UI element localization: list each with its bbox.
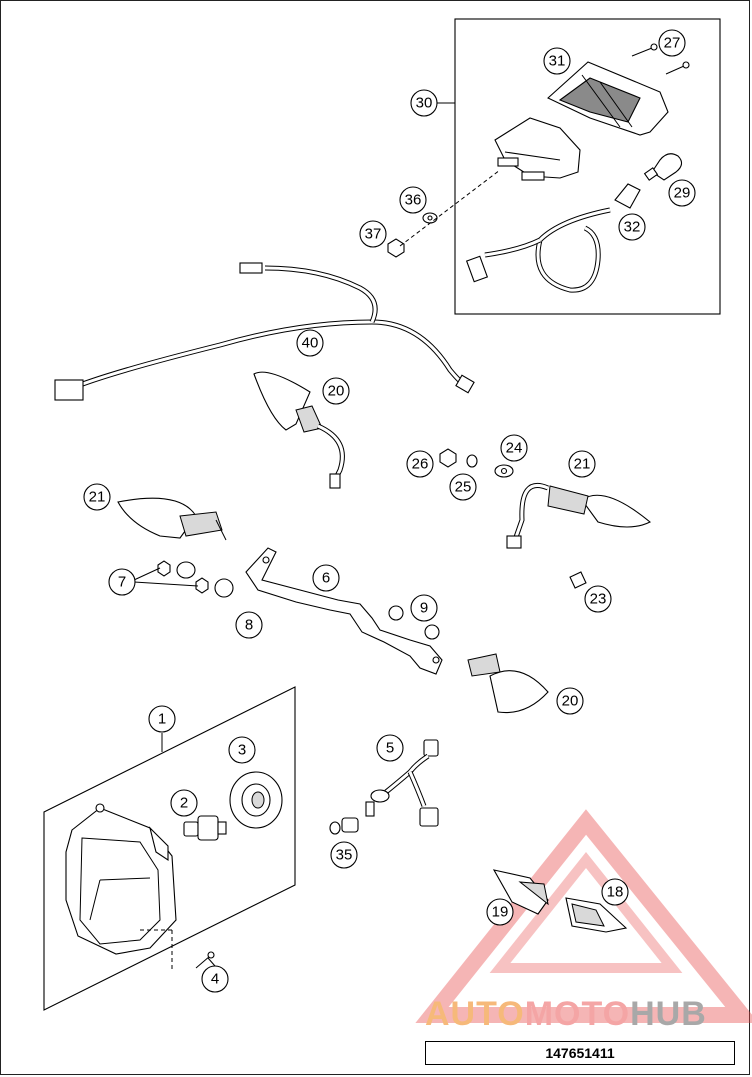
washer-36 — [422, 212, 438, 224]
callout-label: 26 — [412, 456, 429, 473]
tail-light-socket-harness-32 — [465, 183, 641, 293]
callout-label: 37 — [365, 226, 382, 243]
bushing-8 — [214, 578, 234, 598]
callout-label: 18 — [607, 884, 624, 901]
parking-light-harness-5 — [365, 739, 439, 827]
lens-18 — [565, 897, 628, 933]
callout-label: 36 — [405, 192, 422, 209]
callout-label: 35 — [336, 847, 353, 864]
screw-4 — [195, 951, 215, 969]
nut-26 — [439, 448, 457, 468]
callout-label: 2 — [180, 795, 188, 812]
wiring-harness-40 — [54, 262, 475, 401]
screw-27-upper — [631, 43, 658, 57]
callout-label: 5 — [386, 740, 394, 757]
callout-label: 19 — [492, 904, 509, 921]
turn-signal-20-lower — [467, 653, 549, 714]
callout-40: 40 — [296, 329, 324, 357]
part-number: 147651411 — [545, 1045, 615, 1061]
callout-26: 26 — [406, 450, 434, 478]
callout-20: 20 — [322, 377, 350, 405]
bushing-7 — [176, 561, 196, 579]
bulb-cover-3 — [229, 771, 283, 829]
callout-label: 32 — [624, 219, 641, 236]
turn-signal-20-upper — [253, 371, 345, 489]
callout-label: 25 — [455, 479, 472, 496]
bulb-23 — [569, 571, 587, 589]
callout-label: 20 — [328, 383, 345, 400]
callout-30: 30 — [410, 89, 438, 117]
callout-36: 36 — [399, 186, 427, 214]
callout-27: 27 — [658, 29, 686, 57]
callout-6: 6 — [312, 564, 340, 592]
callout-label: 23 — [590, 591, 607, 608]
tail-light-lens — [547, 61, 669, 136]
callout-5: 5 — [376, 734, 404, 762]
callout-label: 6 — [322, 570, 330, 587]
leader-line — [133, 567, 161, 581]
callout-7: 7 — [108, 568, 136, 596]
tail-light-group-box — [454, 18, 721, 315]
callout-8: 8 — [235, 611, 263, 639]
bracket-6 — [245, 547, 443, 675]
bulb-35 — [329, 817, 359, 835]
callout-label: 4 — [211, 971, 219, 988]
callout-label: 24 — [506, 440, 523, 457]
watermark-auto: AUTO — [425, 995, 525, 1033]
screw-27-lower — [665, 61, 690, 75]
callout-label: 21 — [574, 456, 591, 473]
callout-label: 30 — [416, 95, 433, 112]
leader-line — [207, 957, 216, 967]
callout-2: 2 — [170, 789, 198, 817]
watermark-text: AUTOMOTOHUB — [425, 995, 707, 1034]
bulb-29 — [643, 153, 683, 181]
callout-25: 25 — [449, 473, 477, 501]
callout-31: 31 — [543, 47, 571, 75]
callout-20: 20 — [556, 687, 584, 715]
leader-line — [133, 581, 199, 587]
watermark-hub: HUB — [630, 995, 707, 1033]
callout-label: 40 — [302, 335, 319, 352]
turn-signal-21-right — [506, 483, 652, 549]
callout-label: 8 — [245, 617, 253, 634]
headlight-group-box — [43, 686, 296, 1011]
callout-label: 3 — [238, 742, 246, 759]
tail-light-housing — [494, 117, 581, 181]
lens-19 — [492, 869, 549, 915]
callout-19: 19 — [486, 898, 514, 926]
callout-label: 29 — [674, 185, 691, 202]
callout-label: 21 — [89, 489, 106, 506]
callout-37: 37 — [359, 220, 387, 248]
headlight-bulb-2 — [183, 815, 227, 841]
watermark-moto: MOTO — [524, 995, 631, 1033]
callout-23: 23 — [584, 585, 612, 613]
callout-35: 35 — [330, 841, 358, 869]
callout-label: 27 — [664, 35, 681, 52]
callout-3: 3 — [228, 736, 256, 764]
bushings-9 — [388, 605, 440, 640]
callout-4: 4 — [201, 965, 229, 993]
nut-37 — [387, 238, 405, 258]
callout-21: 21 — [568, 450, 596, 478]
callout-21: 21 — [83, 483, 111, 511]
turn-signal-21-left — [117, 497, 227, 541]
callout-label: 20 — [562, 693, 579, 710]
nuts-7 — [157, 560, 209, 594]
headlight-housing — [65, 803, 177, 955]
callout-label: 7 — [118, 574, 126, 591]
callout-24: 24 — [500, 434, 528, 462]
callout-29: 29 — [668, 179, 696, 207]
callout-label: 9 — [420, 600, 428, 617]
callout-label: 31 — [549, 53, 566, 70]
washer-25 — [466, 454, 478, 468]
washer-24 — [494, 464, 514, 478]
callout-1: 1 — [148, 705, 176, 733]
part-number-box: 147651411 — [425, 1041, 735, 1065]
callout-9: 9 — [410, 594, 438, 622]
callout-18: 18 — [601, 878, 629, 906]
callout-32: 32 — [618, 213, 646, 241]
callout-label: 1 — [158, 711, 166, 728]
